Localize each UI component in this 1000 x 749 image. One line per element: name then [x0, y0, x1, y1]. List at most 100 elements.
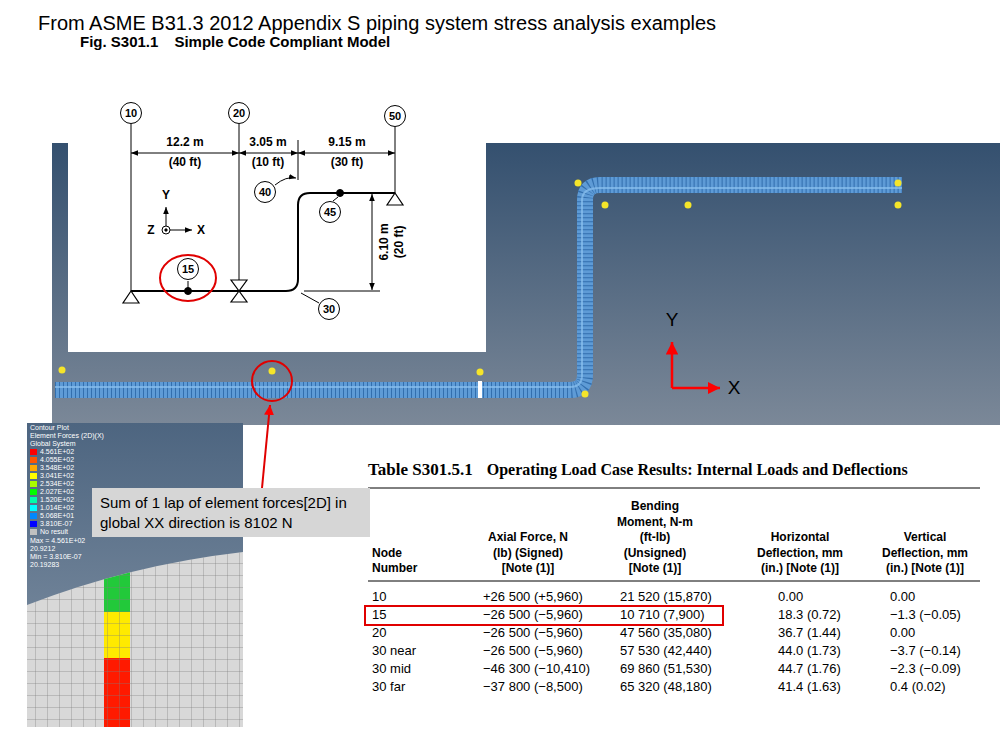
table-cell: 65 320 (48,180): [620, 680, 712, 695]
table-cell: 0.00: [890, 626, 915, 641]
legend-swatch: [30, 457, 37, 463]
legend-value: 3.041E+02: [40, 472, 74, 480]
dimension-label: (20 ft): [393, 226, 407, 259]
dimension-label: (10 ft): [252, 156, 285, 170]
contour-inset: [27, 423, 243, 730]
axis-label: X: [728, 377, 741, 399]
legend-swatch: [30, 513, 37, 519]
node-label: Sum of 1 lap of element forces[2D] in gl…: [100, 494, 347, 531]
table-cell: 44.0 (1.73): [778, 644, 841, 659]
table-cell: 21 520 (15,870): [620, 590, 712, 605]
table-cell: 0.00: [890, 590, 915, 605]
dimension-label: 12.2 m: [166, 136, 203, 150]
node-bubble: 40: [254, 181, 276, 203]
legend-value: 3.548E+02: [40, 464, 74, 472]
axis-label: Y: [162, 189, 170, 203]
table-cell: 0.4 (0.02): [890, 680, 946, 695]
table-cell: 47 560 (35,080): [620, 626, 712, 641]
table-cell: −2.3 (−0.09): [890, 662, 961, 677]
table-header: Bending Moment, N-m (ft-lb) (Unsigned) […: [613, 499, 697, 577]
legend-swatch: [30, 497, 37, 503]
table-cell: 30 far: [372, 680, 405, 695]
table-cell: 20: [372, 626, 386, 641]
dimension-label: 6.10 m: [378, 223, 392, 260]
table-header: Horizontal Deflection, mm (in.) [Note (1…: [755, 530, 845, 577]
contour-info: 20.19283: [30, 561, 59, 569]
contour-info: Element Forces (2D)(X): [30, 432, 104, 440]
legend-swatch: [30, 489, 37, 495]
slide-title: From ASME B31.3 2012 Appendix S piping s…: [38, 12, 716, 35]
axis-label: Y: [666, 309, 679, 331]
node-label: 30: [323, 303, 335, 315]
table-title: Operating Load Case Results: Internal Lo…: [487, 461, 908, 479]
table-cell: 0.00: [778, 590, 803, 605]
schematic-figure: [68, 56, 486, 352]
dimension-label: (30 ft): [331, 156, 364, 170]
node-label: 10: [125, 107, 137, 119]
contour-info: Min = 3.810E-07: [30, 553, 82, 561]
callout-arrow: [262, 405, 270, 488]
table-cell: −3.7 (−0.14): [890, 644, 961, 659]
table-cell: −26 500 (−5,960): [483, 626, 583, 641]
table-cell: 44.7 (1.76): [778, 662, 841, 677]
table-cell: 69 860 (51,530): [620, 662, 712, 677]
table-cell: −26 500 (−5,960): [483, 608, 583, 623]
contour-info: Global System: [30, 440, 76, 448]
table-header: Node Number: [372, 546, 432, 577]
legend-swatch: [30, 521, 37, 527]
table-cell: 57 530 (42,440): [620, 644, 712, 659]
table-cell: 10: [372, 590, 386, 605]
figure-number: Fig. S301.1: [80, 33, 158, 50]
legend-value: 5.068E+01: [40, 512, 74, 520]
node-bubble: 45: [319, 201, 341, 223]
table-cell: 30 mid: [372, 662, 411, 677]
table-cell: 10 710 (7,900): [620, 608, 705, 623]
node-bubble: 20: [228, 102, 250, 124]
dimension-label: 3.05 m: [249, 136, 286, 150]
callout-box: Sum of 1 lap of element forces[2D] in gl…: [92, 488, 370, 537]
node-label: 15: [182, 263, 194, 275]
table-cell: −37 800 (−8,500): [483, 680, 583, 695]
legend-value: 2.534E+02: [40, 480, 74, 488]
legend-value: 1.014E+02: [40, 504, 74, 512]
contour-info: 20.9212: [30, 545, 55, 553]
table-number: Table S301.5.1: [368, 460, 473, 480]
legend-swatch: [30, 465, 37, 471]
node-bubble: 15: [177, 258, 199, 280]
legend-swatch: [30, 505, 37, 511]
node-bubble: 50: [384, 105, 406, 127]
node-label: 40: [259, 186, 271, 198]
node-bubble: 30: [318, 298, 340, 320]
legend-value: 3.810E-07: [40, 520, 72, 528]
legend-value: 4.561E+02: [40, 448, 74, 456]
node-label: 50: [389, 110, 401, 122]
legend-value: 1.520E+02: [40, 496, 74, 504]
table-cell: 30 near: [372, 644, 416, 659]
legend-value: No result: [40, 528, 68, 536]
legend-swatch: [30, 481, 37, 487]
table-header: Axial Force, N (lb) (Signed) [Note (1)]: [486, 530, 570, 577]
table-cell: 36.7 (1.44): [778, 626, 841, 641]
node-bubble: 10: [120, 102, 142, 124]
table-cell: −46 300 (−10,410): [483, 662, 590, 677]
table-cell: 18.3 (0.72): [778, 608, 841, 623]
figure-caption: Simple Code Compliant Model: [174, 33, 390, 50]
table-header: Vertical Deflection, mm (in.) [Note (1)]: [880, 530, 970, 577]
table-cell: −26 500 (−5,960): [483, 644, 583, 659]
axis-label: X: [197, 224, 205, 238]
legend-swatch: [30, 449, 37, 455]
legend-value: 4.055E+02: [40, 456, 74, 464]
table-cell: −1.3 (−0.05): [890, 608, 961, 623]
legend-swatch: [30, 529, 37, 535]
legend-swatch: [30, 473, 37, 479]
axis-label: Z: [147, 224, 154, 238]
contour-info: Max = 4.561E+02: [30, 537, 85, 545]
table-cell: 15: [372, 608, 386, 623]
table-cell: 41.4 (1.63): [778, 680, 841, 695]
node-label: 20: [233, 107, 245, 119]
dimension-label: (40 ft): [169, 156, 202, 170]
node-label: 45: [324, 206, 336, 218]
table-rules: [365, 488, 980, 625]
contour-info: Contour Plot: [30, 424, 69, 432]
